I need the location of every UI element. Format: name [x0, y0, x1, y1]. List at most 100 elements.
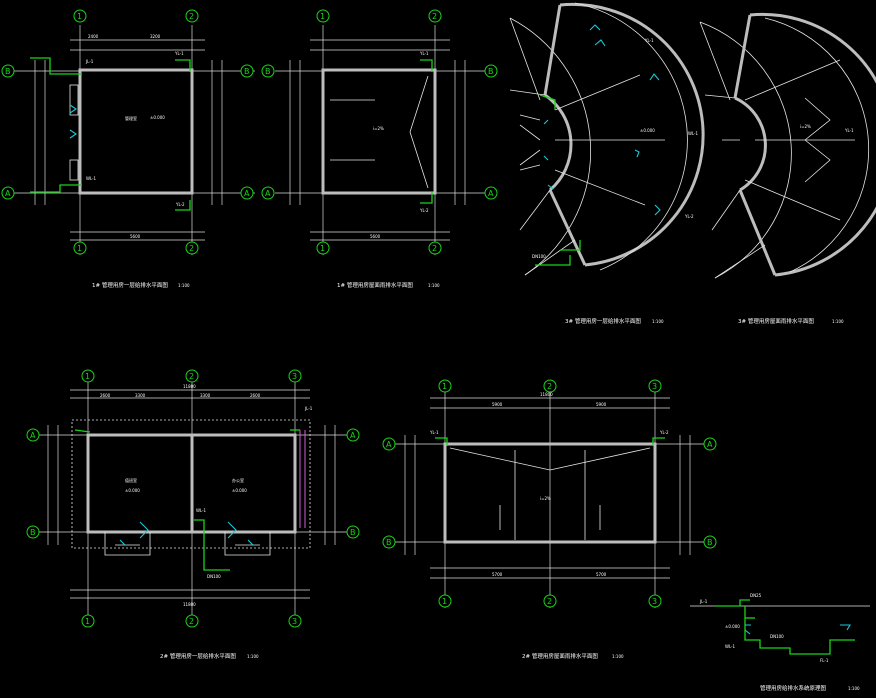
riser-dn100: DN100: [770, 634, 784, 639]
r1-scale: 1:100: [428, 283, 440, 288]
grid-1-top: 1: [77, 12, 82, 21]
plan-2-roof: 1 2 3 1 2 3 A B A B 5900 5900 11800 5700…: [382, 379, 717, 660]
r2-grid-b-right: B: [707, 538, 713, 547]
p3r-slope: i=2%: [800, 124, 811, 129]
plan-1-roof: 1 2 1 2 B A B A 5600 i=2% YL-1 YL-2 1# 管…: [261, 9, 498, 289]
r2-dim-bottom-b: 5700: [596, 572, 607, 577]
grid-a-right: A: [244, 189, 250, 198]
r1-grid-a-left: A: [265, 189, 271, 198]
r2-scale: 1:100: [612, 654, 624, 659]
p1-scale: 1:100: [178, 283, 190, 288]
p2-grid-2-bottom: 2: [189, 617, 194, 626]
plan-3-roof: YL-1 i=2% 3# 管理用房屋面雨排水平面图 1:100: [699, 12, 876, 325]
p3-scale: 1:100: [652, 319, 664, 324]
r2-grid-3-bottom: 3: [652, 597, 657, 606]
r1-title: 1# 管理用房屋面雨排水平面图: [337, 281, 413, 289]
r1-slope: i=2%: [373, 126, 384, 131]
riser-elev: ±0.000: [725, 624, 740, 629]
r1-grid-1-top: 1: [320, 12, 325, 21]
p2-jl: JL-1: [304, 406, 313, 411]
riser-jl: JL-1: [699, 599, 708, 604]
p2-title: 2# 管理用房一层给排水平面图: [160, 652, 236, 660]
p1-dim-total: 5600: [130, 234, 141, 239]
r2-grid-3-top: 3: [652, 382, 657, 391]
r1-grid-b-right: B: [488, 67, 494, 76]
p2-grid-3-bottom: 3: [292, 617, 297, 626]
p2-elev-b: ±0.000: [232, 488, 247, 493]
p1-yl2: YL-2: [175, 202, 185, 207]
p2-grid-a-right: A: [350, 431, 356, 440]
r2-grid-1-bottom: 1: [442, 597, 447, 606]
r1-grid-a-right: A: [488, 189, 494, 198]
p1-dim-b: 3200: [150, 34, 161, 39]
r2-dim-total: 11800: [540, 392, 553, 397]
p1-room: 管理室: [125, 115, 137, 121]
r2-dim-b: 5900: [596, 402, 607, 407]
p1-dim-a: 2400: [88, 34, 99, 39]
p3-drain: DN100: [532, 254, 546, 259]
r1-grid-2-top: 2: [432, 12, 437, 21]
r1-dim-total: 5600: [370, 234, 381, 239]
p2-grid-2-top: 2: [189, 372, 194, 381]
grid-b-left: B: [5, 67, 11, 76]
grid-a-left: A: [5, 189, 11, 198]
p1-yl: YL-1: [174, 51, 184, 56]
plan-2-first-floor: 1 2 3 1 2 3 A B A B 2600 3300 3300 2600 …: [26, 369, 360, 660]
grid-2-top: 2: [189, 12, 194, 21]
riser-title: 管理用房给排水系统原理图: [760, 684, 827, 692]
r1-grid-1-bottom: 1: [320, 244, 325, 253]
p2-grid-1-top: 1: [85, 372, 90, 381]
p1-wl: WL-1: [86, 176, 97, 181]
p2-wl: WL-1: [196, 508, 207, 513]
p1-jl: JL-1: [85, 59, 94, 64]
p2-room-b: 办公室: [232, 477, 244, 483]
r1-grid-b-left: B: [265, 67, 271, 76]
p2-elev-a: ±0.000: [125, 488, 140, 493]
p3r-title: 3# 管理用房屋面雨排水平面图: [738, 317, 814, 325]
riser-fl: FL-1: [820, 658, 829, 663]
p2-grid-b-right: B: [350, 528, 356, 537]
r2-grid-a-left: A: [386, 440, 392, 449]
r2-grid-2-bottom: 2: [547, 597, 552, 606]
p2-grid-1-bottom: 1: [85, 617, 90, 626]
riser-diagram: JL-1 DN25 ±0.000 DN100 WL-1 FL-1 管理用房给排水…: [690, 593, 870, 692]
p2-drain: DN100: [207, 574, 221, 579]
p3r-scale: 1:100: [832, 319, 844, 324]
p3-label-3: YL-2: [684, 214, 694, 219]
p2-room-a: 值班室: [125, 477, 137, 483]
p2-dim-total-bottom: 11800: [183, 602, 196, 607]
r2-title: 2# 管理用房屋面雨排水平面图: [522, 652, 598, 660]
p3-label-2: WL-1: [688, 131, 699, 136]
r2-yl1: YL-1: [429, 430, 439, 435]
riser-dn25: DN25: [750, 593, 762, 598]
riser-scale: 1:100: [848, 686, 860, 691]
r2-grid-a-right: A: [707, 440, 713, 449]
riser-wl: WL-1: [725, 644, 736, 649]
r1-yl1: YL-1: [419, 51, 429, 56]
p2-grid-a-left: A: [30, 431, 36, 440]
p2-dim-total: 11800: [183, 384, 196, 389]
r1-yl2: YL-2: [419, 208, 429, 213]
p2-dim-b: 3300: [135, 393, 146, 398]
grid-b-right: B: [244, 67, 250, 76]
p2-dim-d: 2600: [250, 393, 261, 398]
r2-dim-a: 5900: [492, 402, 503, 407]
p1-elev: ±0.000: [150, 115, 165, 120]
grid-1-bottom: 1: [77, 244, 82, 253]
p3-title: 3# 管理用房一层给排水平面图: [565, 317, 641, 325]
r2-grid-2-top: 2: [547, 382, 552, 391]
r2-grid-b-left: B: [386, 538, 392, 547]
r1-grid-2-bottom: 2: [432, 244, 437, 253]
p2-dim-c: 3300: [200, 393, 211, 398]
r2-yl2: YL-2: [659, 430, 669, 435]
r2-grid-1-top: 1: [442, 382, 447, 391]
p2-grid-3-top: 3: [292, 372, 297, 381]
plan-1-first-floor: 1 2 1 2 B A B A 2400 3200 5600 管理室 ±0.00…: [1, 9, 255, 289]
p3-label-1: YL-1: [644, 38, 654, 43]
r2-slope: i=2%: [540, 496, 551, 501]
p2-dim-a: 2600: [100, 393, 111, 398]
p1-title: 1# 管理用房一层给排水平面图: [92, 281, 168, 289]
p3r-yl: YL-1: [844, 128, 854, 133]
plan-3-first-floor: YL-1 WL-1 YL-2 ±0.000 DN100 3# 管理用房一层给排水…: [509, 2, 705, 325]
